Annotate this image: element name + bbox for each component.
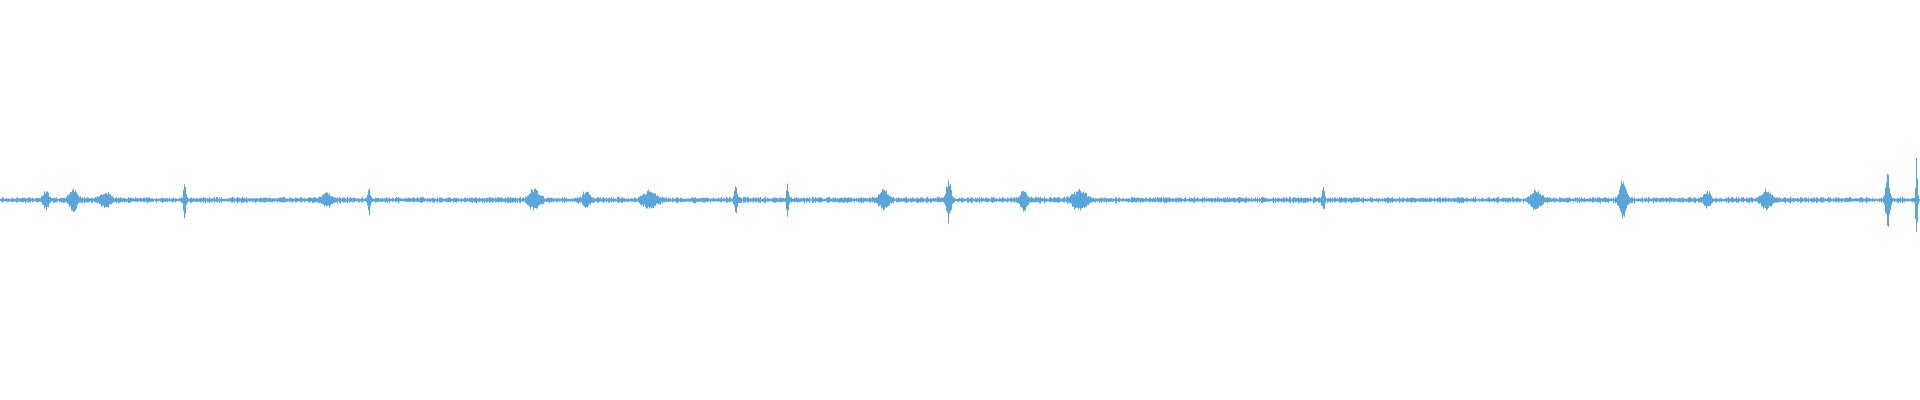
waveform-signal [0,158,1920,232]
